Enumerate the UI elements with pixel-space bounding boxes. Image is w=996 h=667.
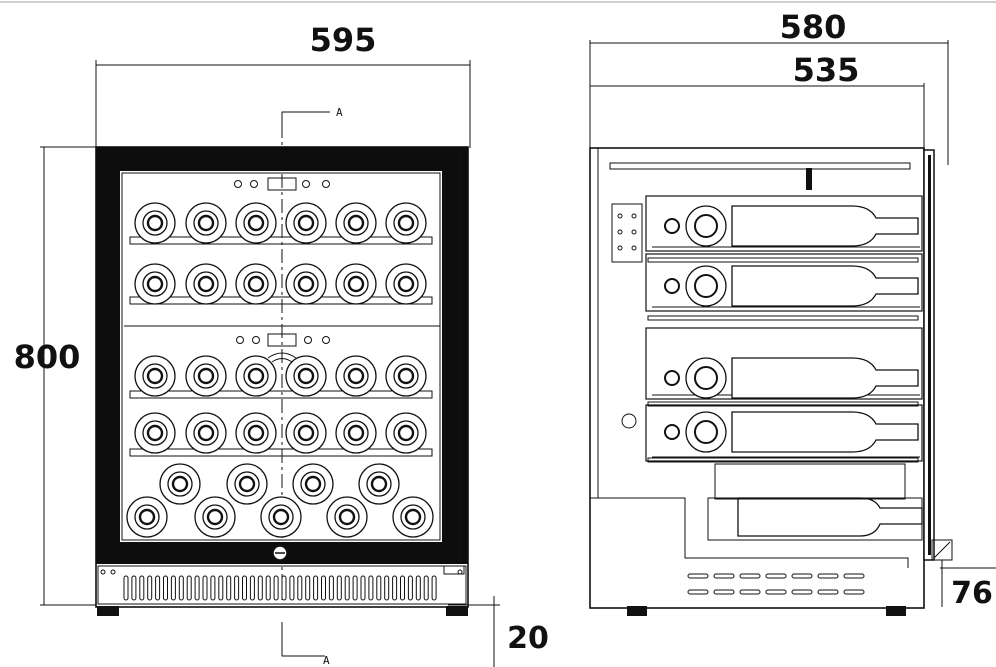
side-bottle-cap (664, 370, 680, 386)
front-bottles (126, 202, 434, 538)
bottle-end (185, 263, 227, 305)
side-bottle-cap (664, 278, 680, 294)
side-rails (645, 195, 923, 463)
bottle-end (235, 412, 277, 454)
height-dimension: 800 (14, 146, 96, 606)
side-bottle-body (731, 265, 919, 307)
foot-right (446, 606, 468, 616)
bottle-end (134, 412, 176, 454)
bottle-end (235, 202, 277, 244)
bottle-end (226, 463, 268, 505)
side-bottle-base (685, 357, 727, 399)
bottle-end (385, 412, 427, 454)
bottle-end (385, 202, 427, 244)
bottle-end (335, 355, 377, 397)
bottle-end (260, 496, 302, 538)
bottle-end (194, 496, 236, 538)
section-line: A A (281, 106, 343, 667)
side-foot-left (627, 606, 647, 616)
bottle-end (285, 355, 327, 397)
control-panel-mid (236, 333, 330, 363)
depth-dimensions: 580 535 (589, 8, 949, 165)
bottle-end (185, 412, 227, 454)
side-bottle-base (685, 411, 727, 453)
bottle-end (134, 202, 176, 244)
bottle-end (134, 355, 176, 397)
width-dimension: 595 (95, 21, 471, 148)
depth-cabinet-label: 535 (793, 51, 860, 89)
drawer (645, 404, 923, 462)
side-bottle-body (731, 411, 919, 453)
foot-dimension: 20 (448, 596, 549, 667)
base-vent (97, 565, 467, 605)
side-bottles (664, 205, 923, 537)
bottle-end (134, 263, 176, 305)
foot-height-label: 20 (507, 621, 549, 656)
side-control-box (611, 203, 643, 263)
bottle-end (126, 496, 168, 538)
side-bottle-body (731, 357, 919, 399)
side-bottle-base (685, 265, 727, 307)
side-bottle-base (685, 205, 727, 247)
bottle-end (235, 263, 277, 305)
shelves-front (129, 236, 433, 457)
door-offset-dimension: 76 (940, 560, 996, 611)
bottle-end (392, 496, 434, 538)
bottle-end (358, 463, 400, 505)
side-view: 580 535 76 (589, 8, 996, 616)
drawer (645, 253, 923, 312)
bottle-end (326, 496, 368, 538)
section-label-bottom: A (323, 654, 330, 667)
bottle-end (185, 355, 227, 397)
bottle-end (285, 263, 327, 305)
side-vents (687, 573, 865, 595)
bottle-end (235, 355, 277, 397)
drawer (645, 195, 923, 252)
bottle-end (385, 263, 427, 305)
side-bottle-cap (664, 424, 680, 440)
bottle-end (335, 202, 377, 244)
drawer (645, 327, 923, 400)
front-view: 595 800 20 A A (14, 21, 549, 667)
bottle-end (385, 355, 427, 397)
side-bottle-cap (664, 218, 680, 234)
foot-left (97, 606, 119, 616)
depth-total-label: 580 (780, 8, 847, 46)
bottle-end (335, 412, 377, 454)
bottle-end (185, 202, 227, 244)
side-bottle-body (737, 497, 923, 537)
height-label: 800 (14, 338, 81, 376)
bottle-end (159, 463, 201, 505)
bottle-end (285, 412, 327, 454)
bottle-end (292, 463, 334, 505)
door-offset-label: 76 (951, 576, 993, 611)
section-label-top: A (336, 106, 343, 119)
control-panel-top (234, 177, 330, 191)
bottle-end (285, 202, 327, 244)
side-foot-right (886, 606, 906, 616)
bottle-end (335, 263, 377, 305)
side-bottle-body (731, 205, 919, 247)
width-label: 595 (310, 21, 377, 59)
